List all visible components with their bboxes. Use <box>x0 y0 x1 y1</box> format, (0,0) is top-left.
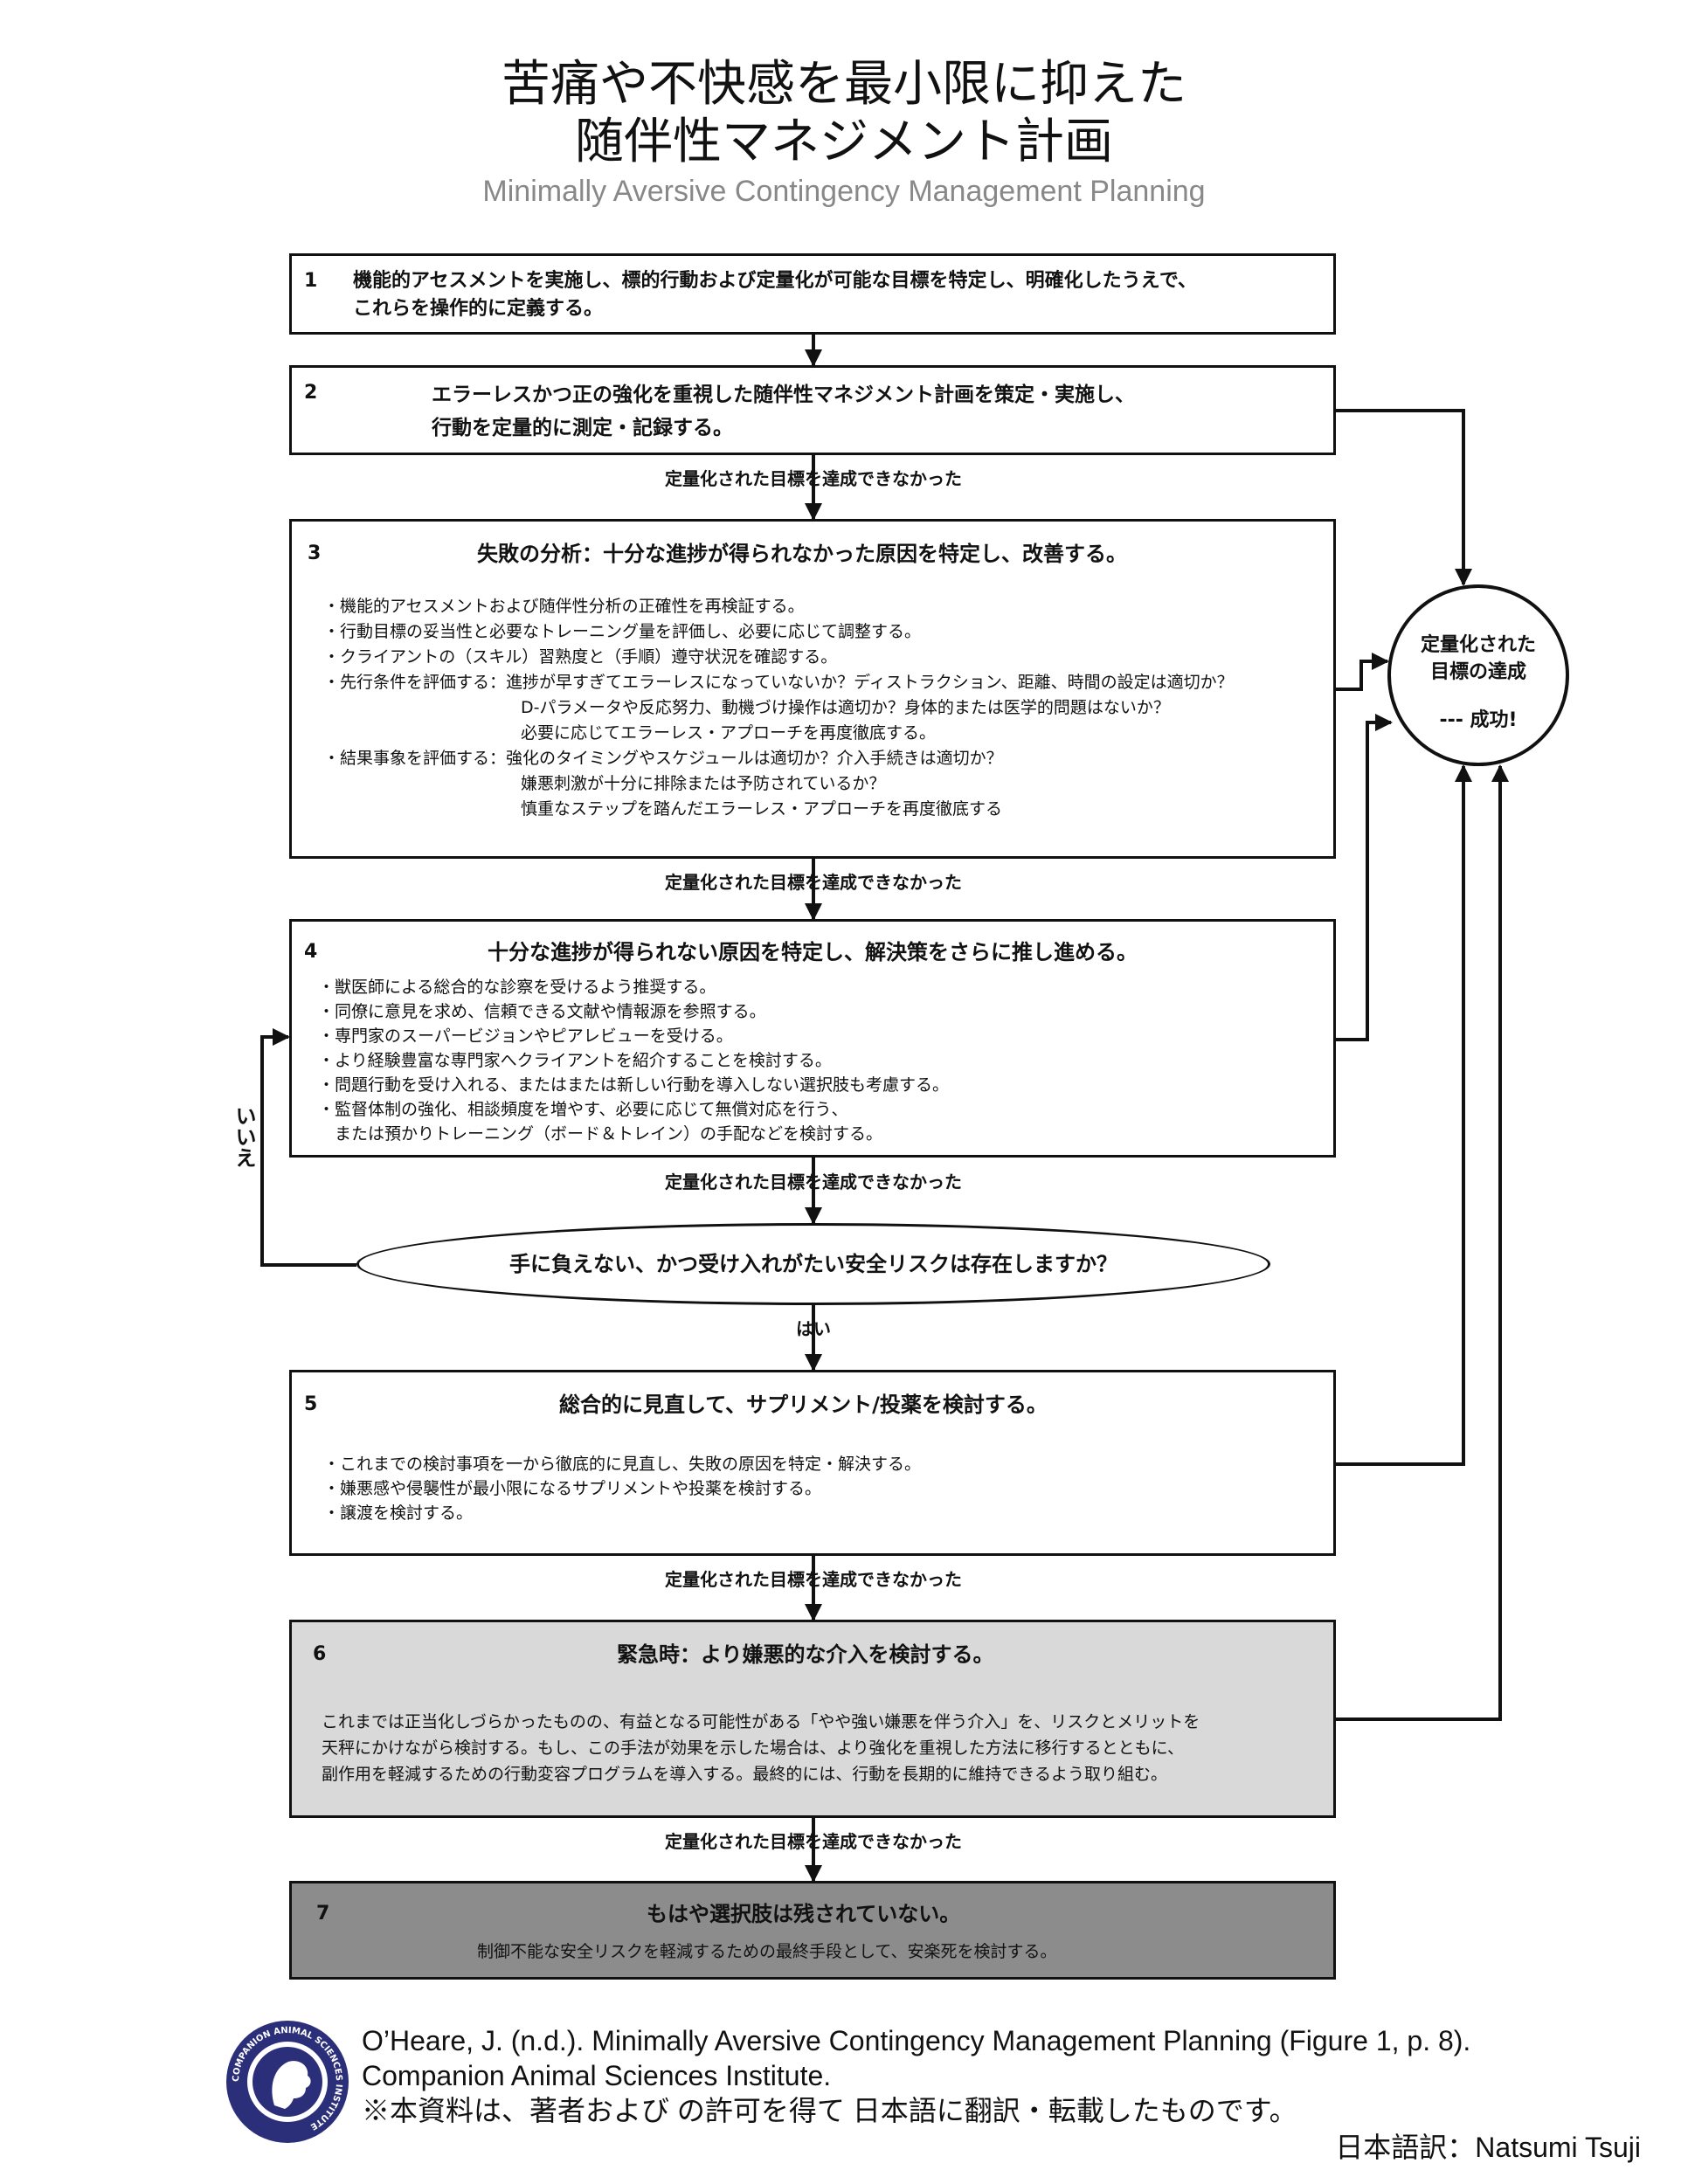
edge-label-yes: はい <box>796 1318 831 1339</box>
arrow-3-success <box>1335 653 1389 691</box>
permission-note: ※本資料は、著者および の許可を得て 日本語に翻訳・転載したものです。 <box>362 2095 1297 2126</box>
page-title-line1: 苦痛や不快感を最小限に抑えた <box>502 56 1186 113</box>
consequence-label: ・結果事象を評価する： <box>323 749 507 768</box>
list-item: ・これまでの検討事項を一から徹底的に見直し、失敗の原因を特定・解決する。 <box>323 1455 922 1474</box>
step-5-title: 総合的に見直して、サプリメント/投薬を検討する。 <box>559 1393 1048 1417</box>
consequence-item: 嫌悪刺激が十分に排除または予防されているか？ <box>521 774 886 793</box>
step-number: 2 <box>304 382 318 404</box>
success-circle: 定量化された 目標の達成 --- 成功! <box>1387 584 1569 766</box>
decision-text: 手に負えない、かつ受け入れがたい安全リスクは存在しますか？ <box>509 1252 1117 1276</box>
step-number: 3 <box>308 543 322 564</box>
translator-credit: 日本語訳：Natsumi Tsuji <box>1335 2132 1641 2163</box>
success-line3: --- 成功! <box>1439 709 1518 731</box>
step-2-box: 2 エラーレスかつ正の強化を重視した随伴性マネジメント計画を策定・実施し、 行動… <box>289 365 1336 455</box>
arrow-2-success <box>1335 409 1472 586</box>
list-item: ・クライアントの（スキル）習熟度と（手順）遵守状況を確認する。 <box>323 647 838 667</box>
list-item: ・問題行動を受け入れる、またはまたは新しい行動を導入しない選択肢も考慮する。 <box>318 1075 950 1095</box>
step-3-consequence-cont: 嫌悪刺激が十分に排除または予防されているか？ 慎重なステップを踏んだエラーレス・… <box>521 771 1002 822</box>
step-number: 1 <box>304 270 318 292</box>
page-title-line2: 随伴性マネジメント計画 <box>575 114 1113 170</box>
step-number: 4 <box>304 941 318 963</box>
list-item: ・先行条件を評価する：進捗が早すぎてエラーレスになっていないか？ディストラクショ… <box>323 670 1234 695</box>
antecedent-item: 進捗が早すぎてエラーレスになっていないか？ディストラクション、距離、時間の設定は… <box>506 673 1234 692</box>
antecedent-item: D-パラメータや反応努力、動機づけ操作は適切か？身体的または医学的問題はないか？ <box>521 698 1170 717</box>
decision-ellipse: 手に負えない、かつ受け入れがたい安全リスクは存在しますか？ <box>356 1223 1270 1305</box>
edge-label-no: いいえ <box>232 1105 256 1168</box>
citation-line2: Companion Animal Sciences Institute. <box>362 2060 832 2091</box>
step-3-consequence: ・結果事象を評価する：強化のタイミングやスケジュールは適切か？介入手続きは適切か… <box>323 746 1003 771</box>
citation-line1: O’Heare, J. (n.d.). Minimally Aversive C… <box>362 2025 1471 2056</box>
success-line1: 定量化された <box>1420 634 1536 656</box>
arrow-6-success <box>1335 764 1509 1721</box>
step-5-list: ・これまでの検討事項を一から徹底的に見直し、失敗の原因を特定・解決する。 ・嫌悪… <box>323 1452 921 1525</box>
text-line: 副作用を軽減するための行動変容プログラムを導入する。最終的には、行動を長期的に維… <box>322 1765 1168 1784</box>
list-item: ・嫌悪感や侵襲性が最小限になるサプリメントや投薬を検討する。 <box>323 1479 822 1498</box>
list-item: ・同僚に意見を求め、信頼できる文献や情報源を参照する。 <box>318 1002 766 1021</box>
arrow-5-success <box>1335 764 1472 1466</box>
step-1-line2: これらを操作的に定義する。 <box>353 298 604 320</box>
text-line: 天秤にかけながら検討する。もし、この手法が効果を示した場合は、より強化を重視した… <box>322 1738 1185 1758</box>
list-item: または預かりトレーニング（ボード＆トレイン）の手配などを検討する。 <box>318 1124 883 1144</box>
step-7-box: 7 もはや選択肢は残されていない。 制御不能な安全リスクを軽減するための最終手段… <box>289 1881 1336 1980</box>
consequence-item: 強化のタイミングやスケジュールは適切か？介入手続きは適切か？ <box>506 749 1003 768</box>
step-1-line1: 機能的アセスメントを実施し、標的行動および定量化が可能な目標を特定し、明確化した… <box>353 270 1198 292</box>
page-subtitle: Minimally Aversive Contingency Managemen… <box>482 175 1206 208</box>
step-number: 6 <box>313 1643 327 1665</box>
list-item: ・専門家のスーパービジョンやピアレビューを受ける。 <box>318 1026 733 1046</box>
step-number: 7 <box>316 1903 330 1925</box>
step-3-title: 失敗の分析：十分な進捗が得られなかった原因を特定し、改善する。 <box>477 542 1127 566</box>
step-3-list: ・機能的アセスメントおよび随伴性分析の正確性を再検証する。 ・行動目標の妥当性と… <box>323 594 1234 695</box>
step-3-box: 3 失敗の分析：十分な進捗が得られなかった原因を特定し、改善する。 ・機能的アセ… <box>289 519 1336 859</box>
step-2-line1: エラーレスかつ正の強化を重視した随伴性マネジメント計画を策定・実施し、 <box>432 384 1135 406</box>
edge-label-not-achieved: 定量化された目標を達成できなかった <box>665 1171 962 1192</box>
step-number: 5 <box>304 1393 318 1415</box>
list-item: ・獣医師による総合的な診察を受けるよう推奨する。 <box>318 978 716 997</box>
consequence-item: 慎重なステップを踏んだエラーレス・アプローチを再度徹底する <box>521 799 1003 819</box>
step-4-box: 4 十分な進捗が得られない原因を特定し、解決策をさらに推し進める。 ・獣医師によ… <box>289 919 1336 1158</box>
arrow-no-loop <box>260 1028 356 1267</box>
arrow-4-success <box>1335 714 1393 1041</box>
edge-label-not-achieved: 定量化された目標を達成できなかった <box>665 1831 962 1852</box>
list-item: ・行動目標の妥当性と必要なトレーニング量を評価し、必要に応じて調整する。 <box>323 622 922 641</box>
success-line2: 目標の達成 <box>1429 661 1526 683</box>
edge-label-not-achieved: 定量化された目標を達成できなかった <box>665 872 962 893</box>
step-1-box: 1 機能的アセスメントを実施し、標的行動および定量化が可能な目標を特定し、明確化… <box>289 253 1336 335</box>
antecedent-label: ・先行条件を評価する： <box>323 673 507 692</box>
list-item: ・監督体制の強化、相談頻度を増やす、必要に応じて無償対応を行う、 <box>318 1100 848 1119</box>
list-item: ・譲渡を検討する。 <box>323 1503 474 1523</box>
step-2-line2: 行動を定量的に測定・記録する。 <box>432 417 733 439</box>
step-4-list: ・獣医師による総合的な診察を受けるよう推奨する。 ・同僚に意見を求め、信頼できる… <box>318 975 949 1146</box>
antecedent-item: 必要に応じてエラーレス・アプローチを再度徹底する。 <box>521 723 937 743</box>
list-item: ・機能的アセスメントおよび随伴性分析の正確性を再検証する。 <box>323 597 805 616</box>
step-4-title: 十分な進捗が得られない原因を特定し、解決策をさらに推し進める。 <box>488 940 1138 964</box>
step-6-text: これまでは正当化しづらかったものの、有益となる可能性がある「やや強い嫌悪を伴う介… <box>322 1709 1200 1787</box>
text-line: これまでは正当化しづらかったものの、有益となる可能性がある「やや強い嫌悪を伴う介… <box>322 1712 1200 1731</box>
edge-label-not-achieved: 定量化された目標を達成できなかった <box>665 468 962 489</box>
step-6-title: 緊急時：より嫌悪的な介入を検討する。 <box>617 1642 994 1667</box>
edge-label-not-achieved: 定量化された目標を達成できなかった <box>665 1569 962 1590</box>
step-5-box: 5 総合的に見直して、サプリメント/投薬を検討する。 ・これまでの検討事項を一か… <box>289 1370 1336 1556</box>
step-7-text: 制御不能な安全リスクを軽減するための最終手段として、安楽死を検討する。 <box>477 1942 1057 1961</box>
list-item: ・より経験豊富な専門家へクライアントを紹介することを検討する。 <box>318 1051 832 1070</box>
step-3-antecedent-cont: D-パラメータや反応努力、動機づけ操作は適切か？身体的または医学的問題はないか？… <box>521 695 1170 746</box>
step-7-title: もはや選択肢は残されていない。 <box>647 1902 961 1926</box>
institute-logo: COMPANION ANIMAL SCIENCES INSTITUTE <box>226 2021 349 2143</box>
step-6-box: 6 緊急時：より嫌悪的な介入を検討する。 これまでは正当化しづらかったものの、有… <box>289 1620 1336 1818</box>
